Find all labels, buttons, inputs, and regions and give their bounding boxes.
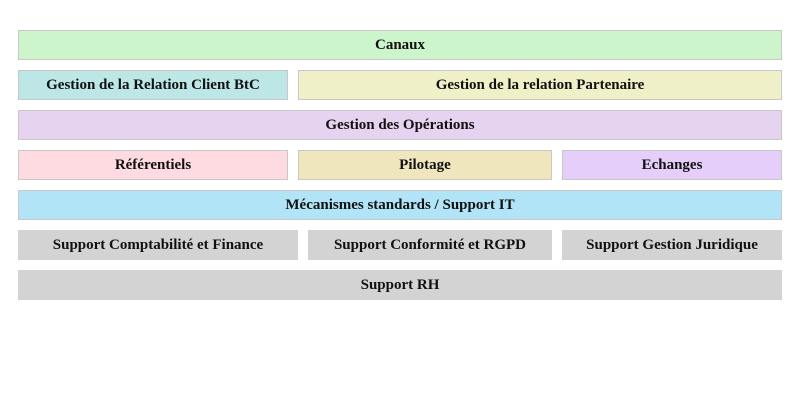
block-mecanismes-support-it: Mécanismes standards / Support IT [18, 190, 782, 220]
block-label: Canaux [374, 36, 426, 53]
block-support-conformite: Support Conformité et RGPD [308, 230, 552, 260]
block-label: Gestion de la relation Partenaire [435, 76, 645, 93]
block-label: Support Comptabilité et Finance [52, 236, 264, 253]
block-label: Gestion de la Relation Client BtC [46, 76, 260, 93]
block-echanges: Echanges [562, 150, 782, 180]
block-label: Mécanismes standards / Support IT [285, 196, 515, 213]
block-support-comptabilite: Support Comptabilité et Finance [18, 230, 298, 260]
block-support-rh: Support RH [18, 270, 782, 300]
block-label: Echanges [641, 156, 703, 173]
block-support-juridique: Support Gestion Juridique [562, 230, 782, 260]
block-referentiels: Référentiels [18, 150, 288, 180]
block-canaux: Canaux [18, 30, 782, 60]
block-label: Support RH [360, 276, 440, 293]
block-label: Référentiels [114, 156, 192, 173]
block-label: Gestion des Opérations [325, 116, 475, 133]
block-gestion-relation-partenaire: Gestion de la relation Partenaire [298, 70, 782, 100]
block-label: Support Conformité et RGPD [333, 236, 527, 253]
block-gestion-relation-client: Gestion de la Relation Client BtC [18, 70, 288, 100]
block-label: Support Gestion Juridique [586, 236, 758, 253]
block-label: Pilotage [399, 156, 451, 173]
block-gestion-operations: Gestion des Opérations [18, 110, 782, 140]
block-pilotage: Pilotage [298, 150, 552, 180]
